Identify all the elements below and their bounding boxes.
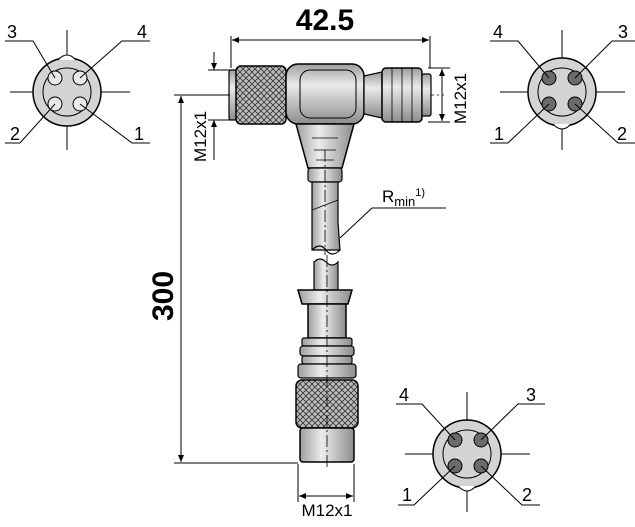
dimension-thread-left: M12x1 <box>191 52 234 162</box>
pin-label: 4 <box>399 385 409 405</box>
thread-label-left: M12x1 <box>191 111 210 162</box>
pin-label: 2 <box>10 124 20 144</box>
bend-radius-label: Rmin1) <box>382 187 425 209</box>
t-connector <box>222 63 444 255</box>
dimension-width: 42.5 <box>230 4 431 68</box>
pin-label: 3 <box>526 385 536 405</box>
straight-connector <box>295 255 359 470</box>
pin-label: 1 <box>494 124 504 144</box>
thread-label-bottom: M12x1 <box>301 501 352 520</box>
pin-label: 4 <box>493 22 503 42</box>
bend-radius-callout: Rmin1) <box>339 187 446 239</box>
dimension-thread-bottom: M12x1 <box>297 464 355 520</box>
pin-label: 3 <box>7 22 17 42</box>
pin-label: 1 <box>402 485 412 505</box>
dimension-length: 300 <box>147 94 298 464</box>
width-dimension-label: 42.5 <box>296 4 354 37</box>
thread-label-right: M12x1 <box>451 73 470 124</box>
connector-face-top-right: 4 3 1 2 <box>490 22 635 150</box>
dimension-thread-right: M12x1 <box>428 67 470 124</box>
connector-face-top-left: 3 4 2 1 <box>5 22 150 150</box>
pin-label: 1 <box>134 124 144 144</box>
pin-label: 2 <box>522 485 532 505</box>
length-dimension-label: 300 <box>147 271 180 321</box>
connector-face-bottom-right: 4 3 1 2 <box>396 385 545 512</box>
pin-label: 4 <box>137 22 147 42</box>
pin-label: 2 <box>617 124 627 144</box>
pin-label: 3 <box>618 22 628 42</box>
